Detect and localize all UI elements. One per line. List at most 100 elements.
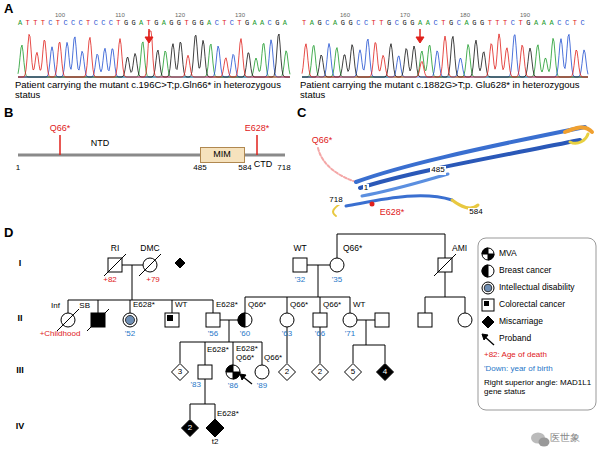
domain-box: MIM	[200, 147, 245, 163]
text-label: 190	[520, 12, 530, 19]
mutation-arrow	[145, 29, 424, 43]
text-label: '89	[257, 382, 267, 391]
chromatogram	[302, 34, 588, 77]
mutation-tick	[59, 135, 61, 155]
text-label: Patient carrying the mutant c.1882G>T;p.…	[300, 80, 590, 101]
text-label: Q66*	[323, 301, 341, 310]
text-label: 医世象	[550, 432, 580, 443]
legend-box	[478, 238, 596, 410]
text-label: I	[19, 259, 22, 269]
text-label: II	[17, 314, 22, 324]
node-text: 4	[376, 363, 394, 376]
text-label: 485	[193, 164, 206, 173]
text-label: 584	[468, 208, 483, 217]
legend-text: Colorectal cancer	[499, 300, 565, 309]
panel-letter: A	[4, 2, 13, 16]
trace	[302, 38, 588, 77]
panel-letter: C	[297, 106, 306, 120]
protein-domain-map	[18, 135, 285, 155]
text-label: '66	[315, 330, 325, 339]
text-label: '52	[125, 330, 135, 339]
trace	[18, 31, 290, 77]
node-text: 2	[181, 419, 199, 432]
text-label: WT	[175, 301, 187, 310]
node-text: 3	[171, 363, 189, 376]
text-label: Q66*	[248, 301, 266, 310]
text-label: 100	[55, 12, 65, 19]
pedigree-lines	[68, 234, 465, 419]
pedigree-diamond: 2	[278, 363, 296, 381]
mutation-tick	[256, 135, 258, 155]
pedigree-diamond: 2	[311, 363, 329, 381]
text-label: CTD	[254, 160, 273, 170]
node-text: MIM	[200, 147, 245, 160]
text-label: '56	[208, 330, 218, 339]
text-label: Q66*	[343, 244, 362, 253]
pedigree-symbols	[57, 254, 472, 437]
text-label: E628*	[216, 301, 238, 310]
text-label: 1	[363, 184, 369, 193]
panel-letter: B	[4, 106, 13, 120]
legend-text: Breast cancer	[499, 266, 551, 275]
wechat-icon	[531, 433, 550, 447]
text-label: 718	[328, 196, 343, 205]
base-sequence: ATTTCTCCCTCCCTGGATGAGGTGGACTCTGAACGA	[18, 20, 290, 28]
pedigree-diamond: 3	[171, 363, 189, 381]
trace	[302, 34, 588, 77]
text-label: Q66*	[290, 301, 308, 310]
text-label: E628*	[217, 410, 239, 419]
legend-text: Intellectual disability	[499, 283, 575, 292]
text-label: E628*	[133, 301, 155, 310]
text-label: '63	[282, 330, 292, 339]
text-label: 130	[235, 12, 245, 19]
text-label: E628*	[207, 346, 229, 355]
node-text: 2	[311, 363, 329, 376]
text-label: '32	[295, 276, 305, 285]
text-label: SB	[79, 302, 90, 311]
text-label: '83	[191, 381, 201, 390]
text-label: WT	[353, 301, 365, 310]
text-label: t2	[212, 438, 219, 447]
node-text: 2	[278, 363, 296, 376]
pedigree-diamond: 2	[181, 419, 199, 437]
legend-text: Proband	[499, 334, 531, 343]
text-label: Inf	[51, 302, 60, 311]
text-label: E628*	[245, 124, 270, 134]
text-label: Q66*	[236, 354, 254, 363]
text-label: 160	[340, 12, 350, 19]
text-label: 584	[238, 164, 251, 173]
text-label: DMC	[140, 244, 159, 253]
text-label: +82	[103, 276, 117, 285]
text-label: 180	[460, 12, 470, 19]
trace	[302, 34, 588, 77]
node-text: 5	[344, 363, 362, 376]
text-label: +82: Age of death	[484, 351, 547, 360]
text-label: +Childhood	[40, 330, 81, 339]
chromatogram	[18, 31, 290, 77]
text-label: 718	[277, 164, 290, 173]
panel-letter: D	[4, 226, 13, 240]
pedigree-diamond: 4	[376, 363, 394, 381]
text-label: Right superior angle: MAD1L1 gene status	[484, 379, 592, 397]
text-label: '71	[345, 330, 355, 339]
trace	[302, 36, 588, 77]
legend-text: MVA	[499, 249, 517, 258]
text-label: '60	[240, 330, 250, 339]
text-label: 110	[115, 12, 125, 19]
text-label: E628*	[236, 345, 258, 354]
base-sequence: TAGCAGGCCTTGCGGAACTGCAGGTTTCTGAAACCTC	[302, 20, 588, 28]
text-label: Q66*	[264, 354, 282, 363]
text-label: AMI	[452, 244, 467, 253]
text-label: 170	[400, 12, 410, 19]
text-label: '86	[228, 382, 238, 391]
text-label: +79	[146, 276, 160, 285]
text-label: '35	[332, 276, 342, 285]
protein-structure	[318, 127, 592, 216]
text-label: 120	[175, 12, 185, 19]
text-label: RI	[111, 244, 120, 253]
text-label: IV	[16, 422, 25, 432]
text-label: Q66*	[50, 124, 71, 134]
text-label: E628*	[379, 208, 406, 218]
text-label: WT	[293, 244, 306, 253]
protein-bar	[18, 154, 285, 157]
